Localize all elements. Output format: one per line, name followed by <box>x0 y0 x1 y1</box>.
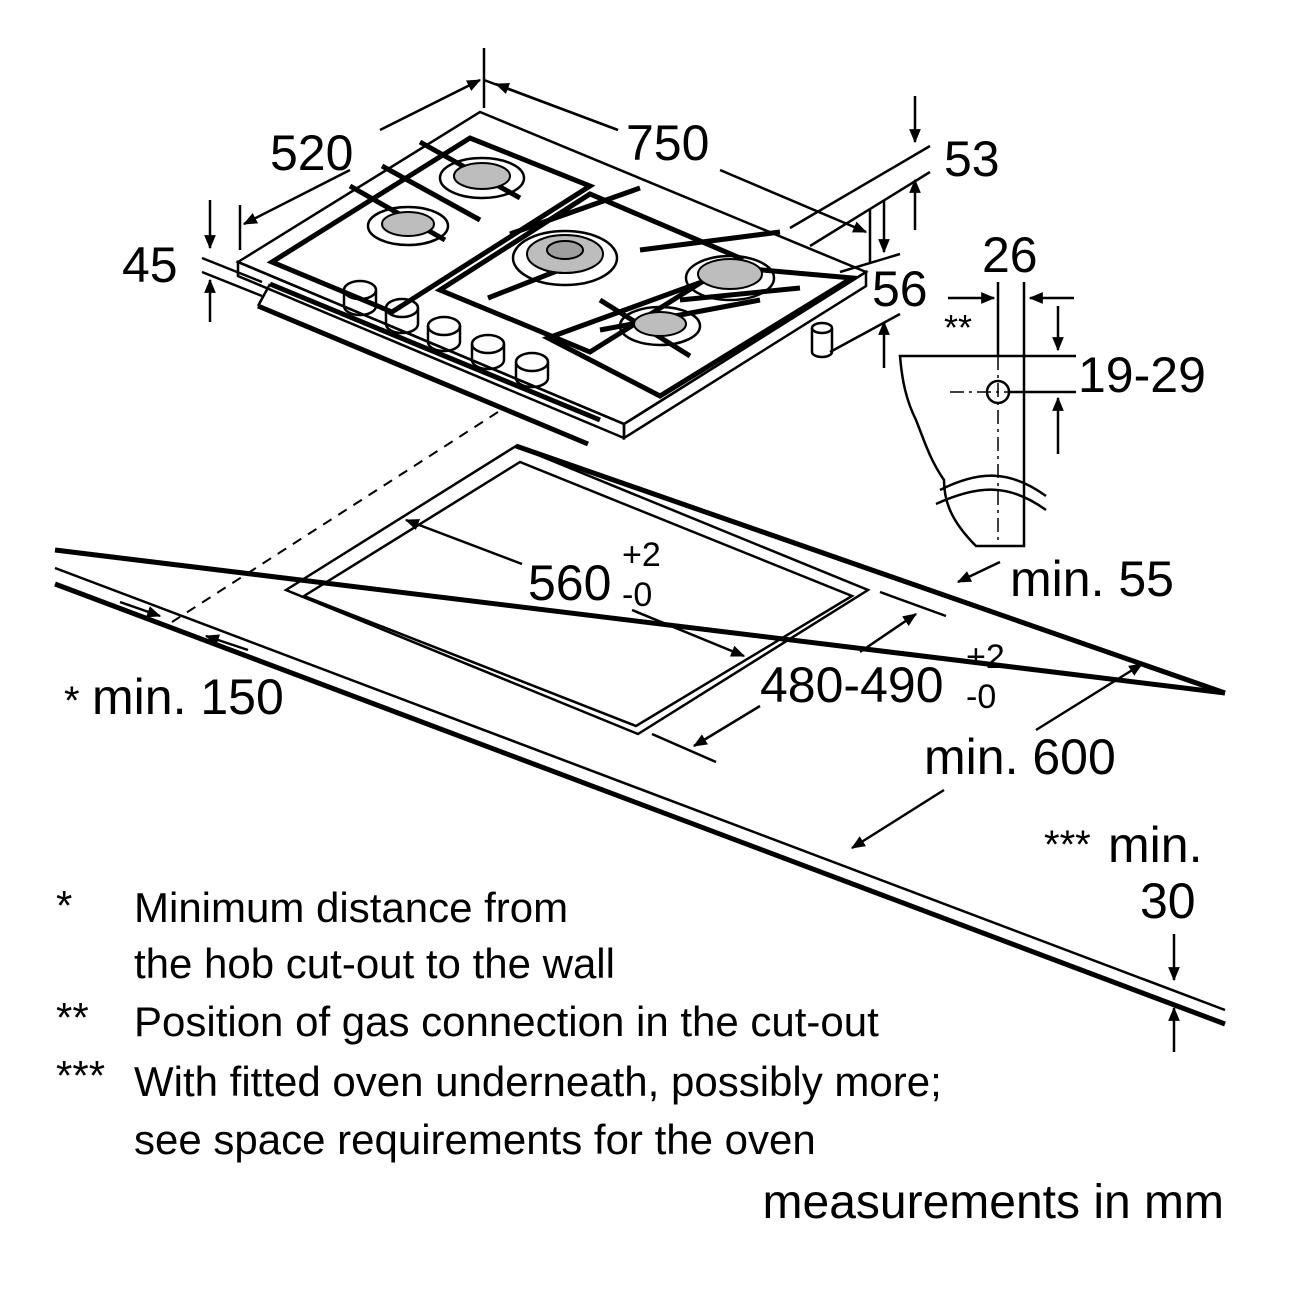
footnotes: * Minimum distance from the hob cut-out … <box>56 882 942 1163</box>
dim-min-worktop-depth: min. 600 <box>924 729 1116 785</box>
dim-min-thickness-marker: *** <box>1044 823 1091 867</box>
note-1-line-2: the hob cut-out to the wall <box>134 940 615 987</box>
dim-depth: 520 <box>270 125 353 181</box>
worktop <box>54 547 1226 1027</box>
knob-4 <box>470 333 506 371</box>
note-2-line-1: Position of gas connection in the cut-ou… <box>134 998 879 1045</box>
dim-connector-depth: 19-29 <box>1078 347 1206 403</box>
gas-connection-section <box>898 354 1047 548</box>
cutout-outer <box>283 444 871 736</box>
dim-height-front: 45 <box>122 237 178 293</box>
cutout <box>283 444 871 736</box>
control-knobs <box>342 279 550 389</box>
dim-cutout-width-tol-minus: -0 <box>622 576 652 614</box>
projection-dashed-line <box>171 411 499 623</box>
dim-cutout-width-tol-plus: +2 <box>622 536 661 574</box>
burner-wok-centre <box>511 229 619 287</box>
dim-connector-offset: 26 <box>982 227 1038 283</box>
worktop-rear-edge <box>54 547 1226 696</box>
dim-cutout-depth-tol-minus: -0 <box>966 678 996 716</box>
dim-min-wall-marker: * <box>64 679 80 723</box>
knob-2 <box>384 297 420 335</box>
knob-3 <box>426 315 462 353</box>
dim-connector-height: 56 <box>872 261 928 317</box>
worktop-back-line <box>515 443 1226 696</box>
dim-min-thickness-value: 30 <box>1140 873 1196 929</box>
dim-height-rear: 53 <box>944 131 1000 187</box>
note-3-line-1: With fitted oven underneath, possibly mo… <box>134 1058 942 1105</box>
dim-min-wall: min. 150 <box>92 669 284 725</box>
hob-side-edge <box>622 269 868 441</box>
knob-1 <box>342 279 378 317</box>
burner-left-front <box>366 205 450 247</box>
dim-min-side: min. 55 <box>1010 551 1174 607</box>
dim-width: 750 <box>626 115 709 171</box>
dim-min-thickness-label: min. <box>1108 817 1202 873</box>
burner-left-rear <box>438 156 526 200</box>
dim-cutout-depth: 480-490 <box>760 657 944 713</box>
note-2-mark: ** <box>56 994 89 1041</box>
knob-5 <box>514 351 550 389</box>
note-1-line-1: Minimum distance from <box>134 884 568 931</box>
note-1-mark: * <box>56 882 72 929</box>
burners <box>366 156 776 347</box>
hob-drawing <box>235 110 869 447</box>
units-label: measurements in mm <box>763 1176 1224 1229</box>
dim-cutout-depth-tol-plus: +2 <box>966 638 1005 676</box>
dim-cutout-width: 560 <box>528 555 611 611</box>
gas-connector <box>810 321 834 359</box>
worktop-front-edge <box>54 581 1226 1027</box>
dim-connector-marker: ** <box>944 307 972 348</box>
note-3-mark: *** <box>56 1052 105 1099</box>
cutout-inner <box>301 460 855 728</box>
burner-right-front <box>618 305 702 347</box>
burner-right-rear <box>684 254 776 302</box>
note-3-line-2: see space requirements for the oven <box>134 1116 816 1163</box>
